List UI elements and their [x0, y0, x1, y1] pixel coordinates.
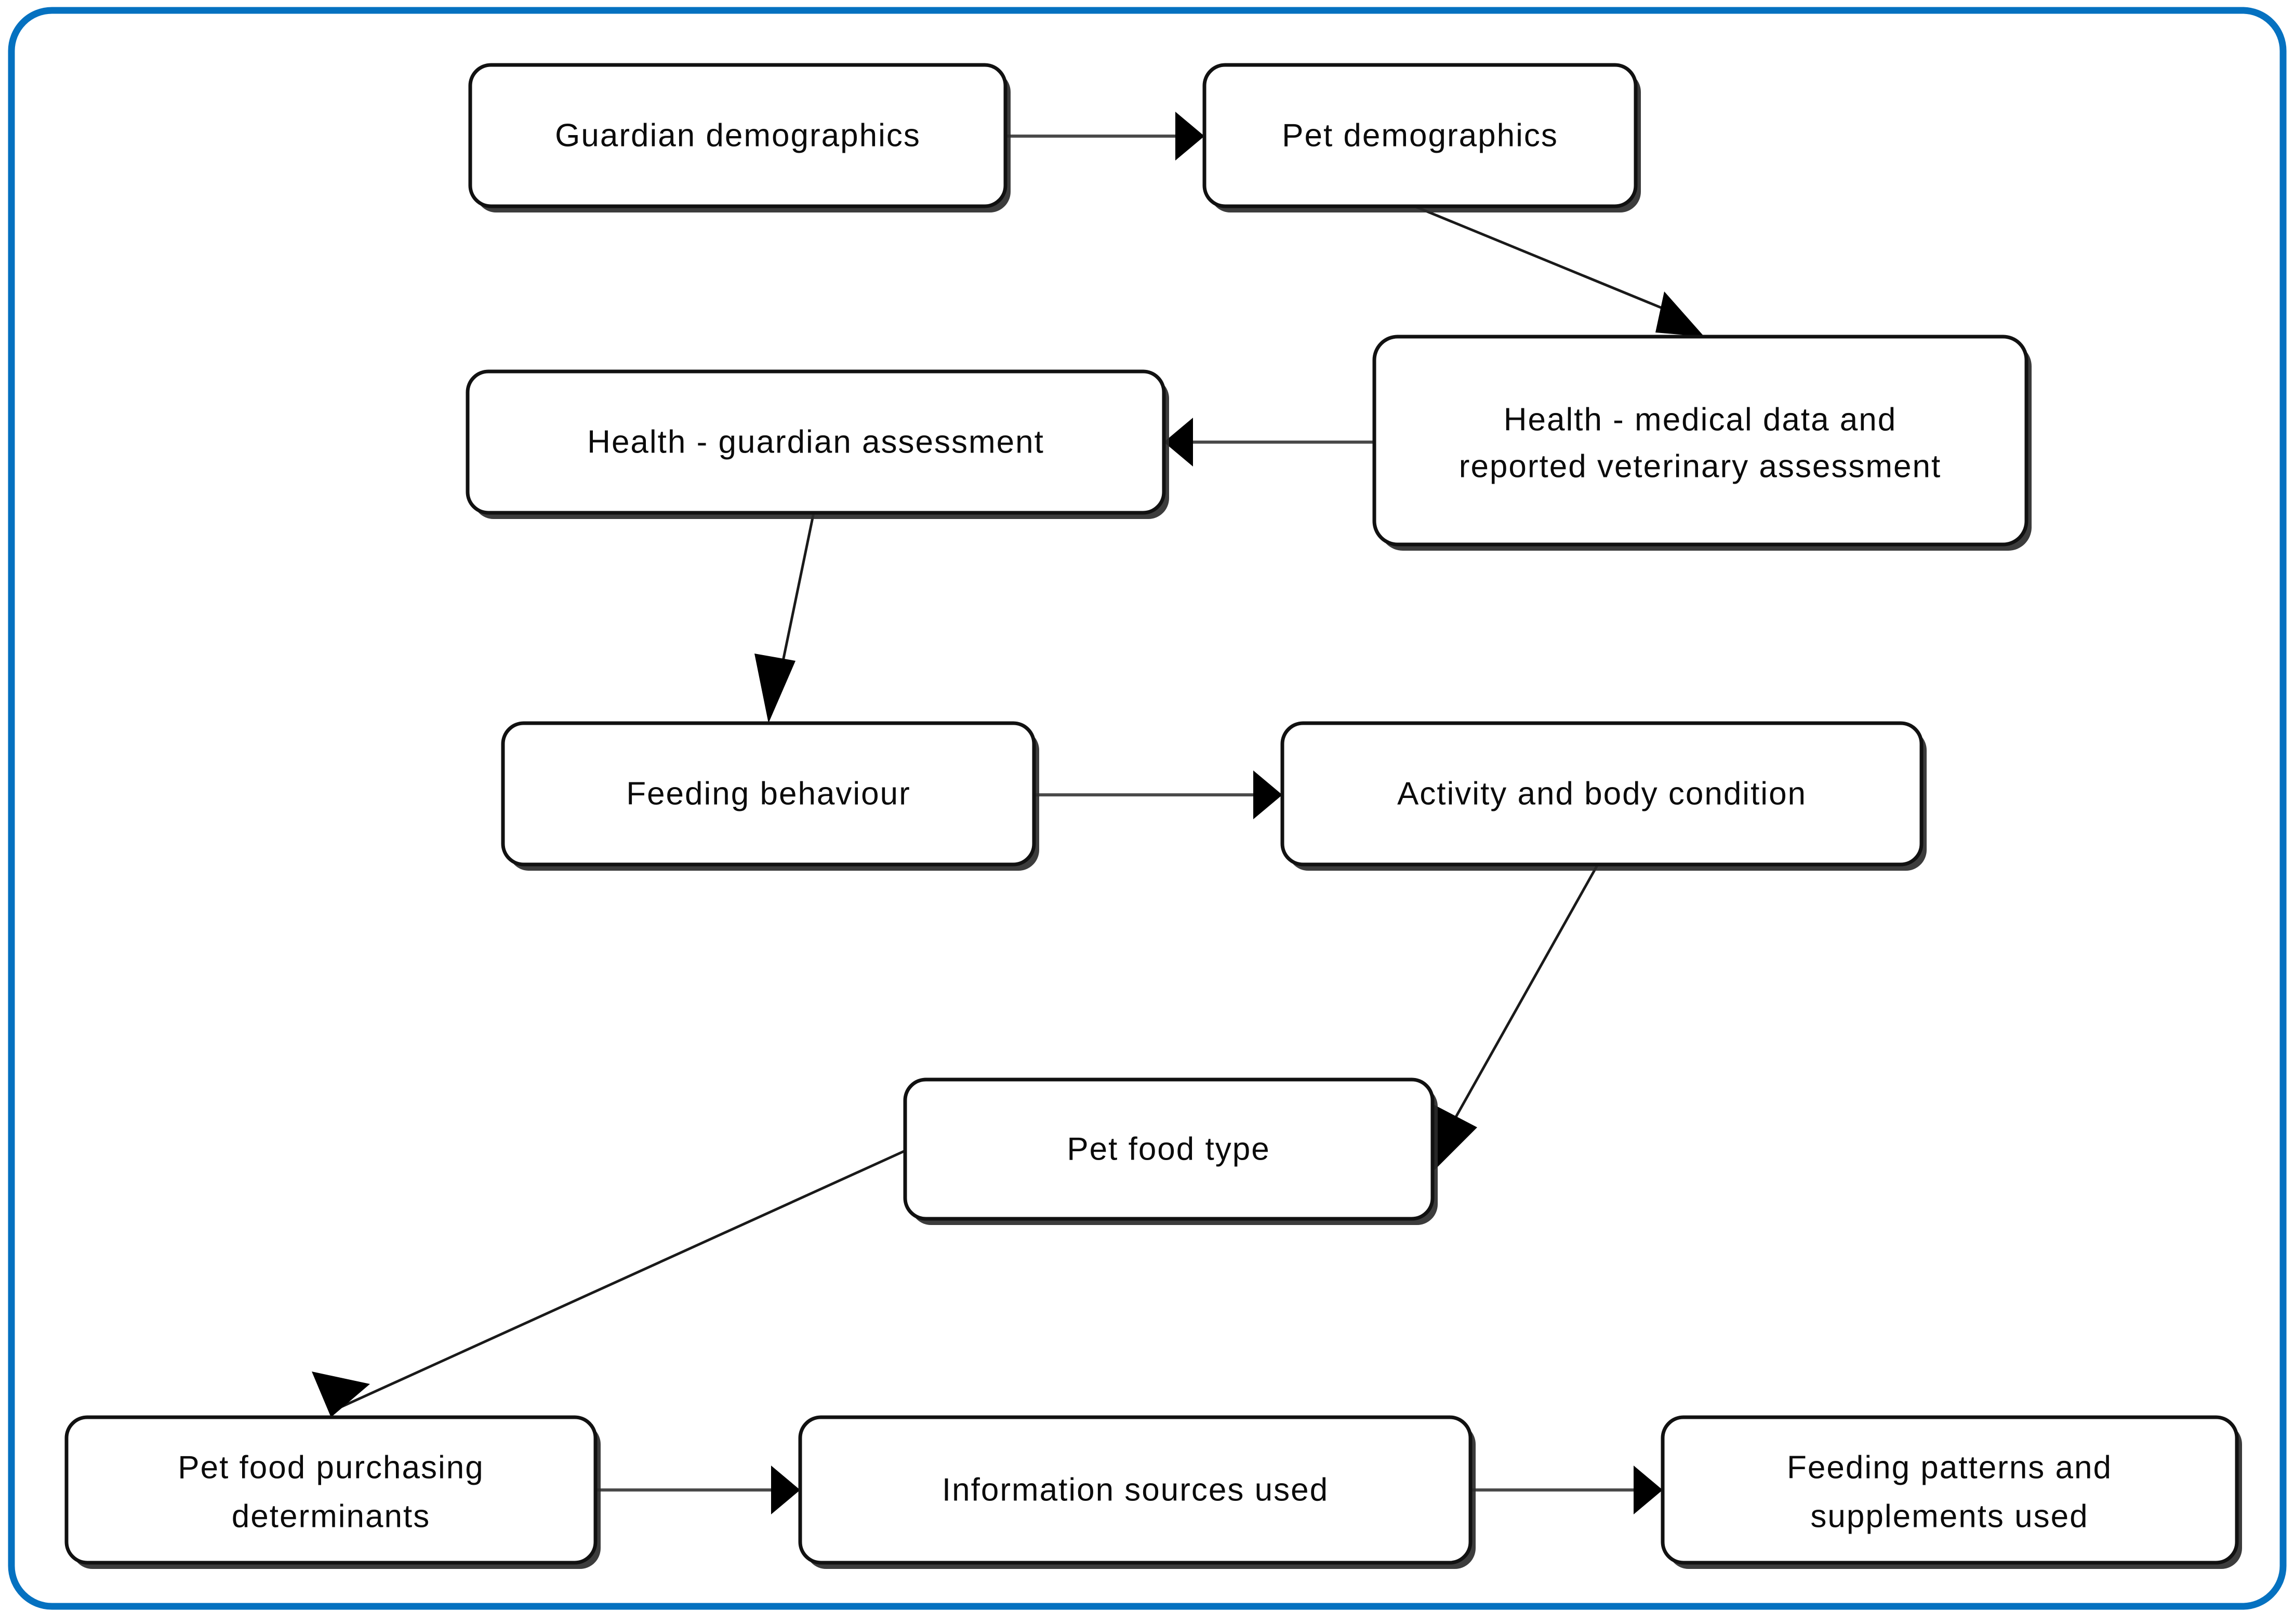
edge-feeding-behaviour-to-activity [1034, 770, 1282, 819]
edge-guardian-to-pet-demographics [1005, 112, 1204, 161]
node-label-purchasing-determinants-line1: Pet food purchasing [178, 1449, 484, 1485]
node-label-health-guardian-assessment: Health - guardian assessment [587, 424, 1044, 460]
node-health-guardian-assessment[interactable]: Health - guardian assessment [466, 369, 1169, 519]
node-label-health-medical-data-line1: Health - medical data and [1504, 402, 1897, 437]
node-rect [1280, 721, 1924, 867]
node-rect [1661, 1415, 2239, 1565]
node-label-feeding-patterns-line1: Feeding patterns and [1787, 1449, 2112, 1485]
figure-frame [8, 7, 2287, 1610]
node-rect [798, 1415, 1473, 1565]
node-label-activity-body-condition: Activity and body condition [1397, 776, 1807, 811]
node-label-feeding-patterns-line2: supplements used [1810, 1498, 2088, 1534]
edge-pet-food-type-to-purchasing-determinants [312, 1149, 906, 1417]
node-label-guardian-demographics: Guardian demographics [555, 117, 921, 153]
node-label-pet-food-type: Pet food type [1067, 1131, 1270, 1167]
node-feeding-behaviour[interactable]: Feeding behaviour [501, 721, 1039, 871]
node-label-purchasing-determinants-line2: determinants [232, 1498, 430, 1534]
node-activity-body-condition[interactable]: Activity and body condition [1280, 721, 1927, 871]
node-guardian-demographics[interactable]: Guardian demographics [468, 63, 1011, 212]
node-pet-food-type[interactable]: Pet food type [903, 1077, 1438, 1225]
node-label-feeding-behaviour: Feeding behaviour [626, 776, 911, 811]
node-rect [1372, 335, 2028, 547]
node-health-medical-data[interactable]: Health - medical data and reported veter… [1372, 335, 2032, 551]
node-rect [903, 1077, 1435, 1221]
node-rect [501, 721, 1036, 867]
edge-activity-to-pet-food-type [1433, 863, 1599, 1172]
edge-pet-demographics-to-health-medical [1414, 205, 1704, 337]
node-label-pet-demographics: Pet demographics [1282, 117, 1558, 153]
node-label-information-sources-used: Information sources used [942, 1472, 1329, 1508]
node-feeding-patterns-supplements[interactable]: Feeding patterns and supplements used [1661, 1415, 2242, 1569]
node-information-sources-used[interactable]: Information sources used [798, 1415, 1476, 1569]
edge-information-sources-to-feeding-patterns [1470, 1466, 1663, 1514]
edge-purchasing-determinants-to-information-sources [595, 1466, 800, 1514]
node-rect [1202, 63, 1638, 208]
node-rect [466, 369, 1166, 515]
node-rect [468, 63, 1007, 208]
edge-layer [312, 112, 1704, 1514]
edge-health-guardian-to-feeding-behaviour [754, 512, 815, 723]
node-label-health-medical-data-line2: reported veterinary assessment [1459, 448, 1941, 484]
edge-health-medical-to-health-guardian [1164, 418, 1374, 467]
node-pet-demographics[interactable]: Pet demographics [1202, 63, 1641, 212]
node-rect [64, 1415, 598, 1565]
node-pet-food-purchasing-determinants[interactable]: Pet food purchasing determinants [64, 1415, 601, 1569]
